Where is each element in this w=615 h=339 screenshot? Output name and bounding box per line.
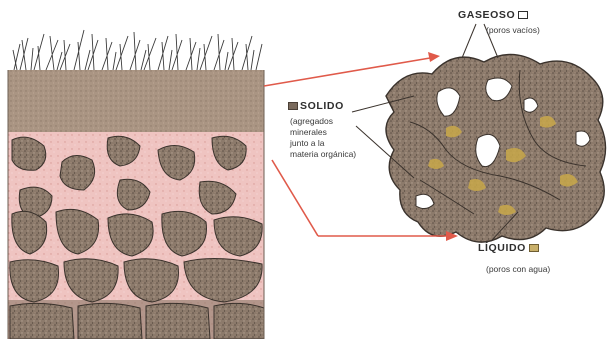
gaseoso-heading: GASEOSO — [458, 10, 528, 21]
solido-detail-line: minerales — [290, 127, 356, 138]
gaseoso-detail: (poros vacíos) — [486, 26, 540, 35]
grass-layer — [13, 30, 262, 70]
magnified-aggregate — [386, 54, 606, 242]
solido-title: SOLIDO — [300, 100, 344, 112]
liquido-title: LÍQUIDO — [478, 242, 526, 254]
solido-detail-line: (agregados — [290, 116, 356, 127]
solido-heading: SOLIDO — [288, 101, 344, 112]
open-square-icon — [518, 11, 528, 19]
soil-profile — [8, 30, 264, 339]
solido-detail: (agregados minerales junto a la materia … — [290, 116, 356, 160]
arrow-head-icon — [428, 52, 440, 62]
liquid-texture-square-icon — [529, 244, 539, 252]
liquido-heading: LÍQUIDO — [478, 243, 539, 254]
gaseoso-title: GASEOSO — [458, 9, 515, 21]
solido-detail-line: materia orgánica) — [290, 149, 356, 160]
solido-detail-line: junto a la — [290, 138, 356, 149]
solid-texture-square-icon — [288, 102, 298, 110]
liquido-detail: (poros con agua) — [486, 265, 550, 274]
